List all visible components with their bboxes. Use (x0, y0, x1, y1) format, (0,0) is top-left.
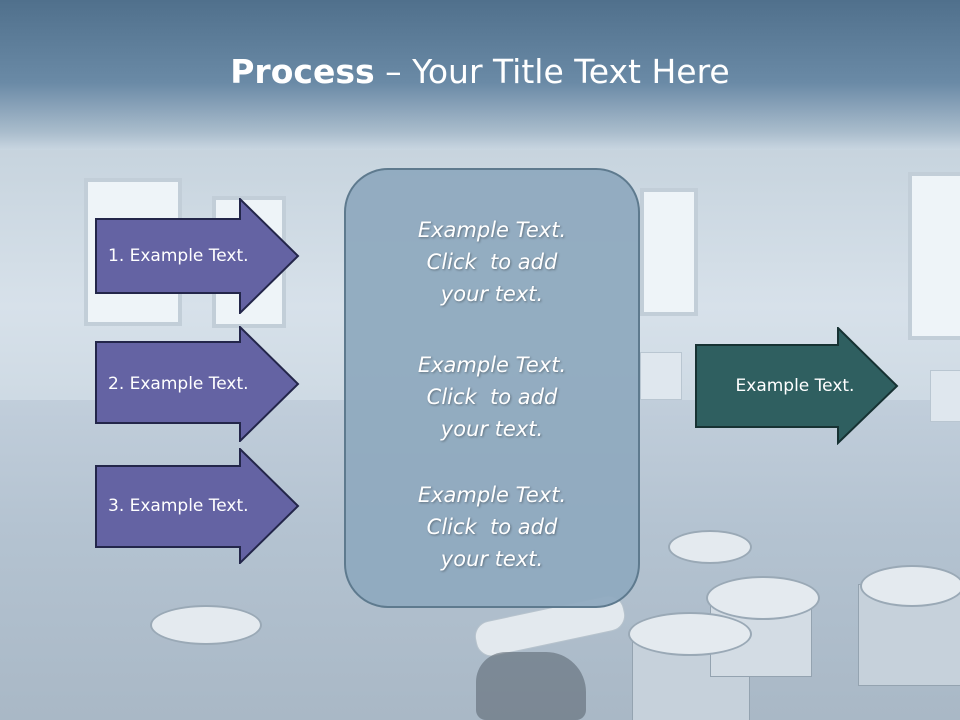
radiator (640, 352, 682, 400)
text-line: Example Text. (417, 218, 567, 242)
center-text-block-1[interactable]: Example Text. Click to add your text. (346, 214, 638, 310)
window (908, 172, 960, 340)
right-arrow-shape (95, 448, 300, 564)
center-text-box[interactable]: Example Text. Click to add your text. Ex… (344, 168, 640, 608)
text-line: Click to add (426, 385, 558, 409)
paint-lid (628, 612, 752, 656)
process-step-arrow-2[interactable]: 2. Example Text. (95, 326, 300, 442)
text-line: Example Text. (417, 483, 567, 507)
title-band (0, 0, 960, 150)
center-text-block-3[interactable]: Example Text. Click to add your text. (346, 479, 638, 575)
text-line: your text. (440, 547, 544, 571)
process-step-arrow-1[interactable]: 1. Example Text. (95, 198, 300, 314)
result-arrow[interactable]: Example Text. (695, 327, 900, 445)
text-line: Click to add (426, 250, 558, 274)
title-rest: – Your Title Text Here (374, 52, 730, 91)
dark-bag (476, 652, 586, 720)
text-line: Example Text. (417, 353, 567, 377)
result-label: Example Text. (735, 376, 855, 396)
paint-lid (150, 605, 262, 645)
right-arrow-shape (695, 327, 899, 445)
process-step-label: 1. Example Text. (108, 246, 249, 266)
paint-lid (668, 530, 752, 564)
process-step-arrow-3[interactable]: 3. Example Text. (95, 448, 300, 564)
right-arrow-shape (95, 198, 300, 314)
right-arrow-shape (95, 326, 300, 442)
text-line: Click to add (426, 515, 558, 539)
slide-title[interactable]: Process – Your Title Text Here (0, 52, 960, 91)
center-text-block-2[interactable]: Example Text. Click to add your text. (346, 349, 638, 445)
process-step-label: 2. Example Text. (108, 374, 249, 394)
text-line: your text. (440, 417, 544, 441)
radiator (930, 370, 960, 422)
title-bold: Process (230, 52, 375, 91)
process-step-label: 3. Example Text. (108, 496, 249, 516)
paint-lid (860, 565, 960, 607)
paint-lid (706, 576, 820, 620)
text-line: your text. (440, 282, 544, 306)
window (640, 188, 698, 316)
